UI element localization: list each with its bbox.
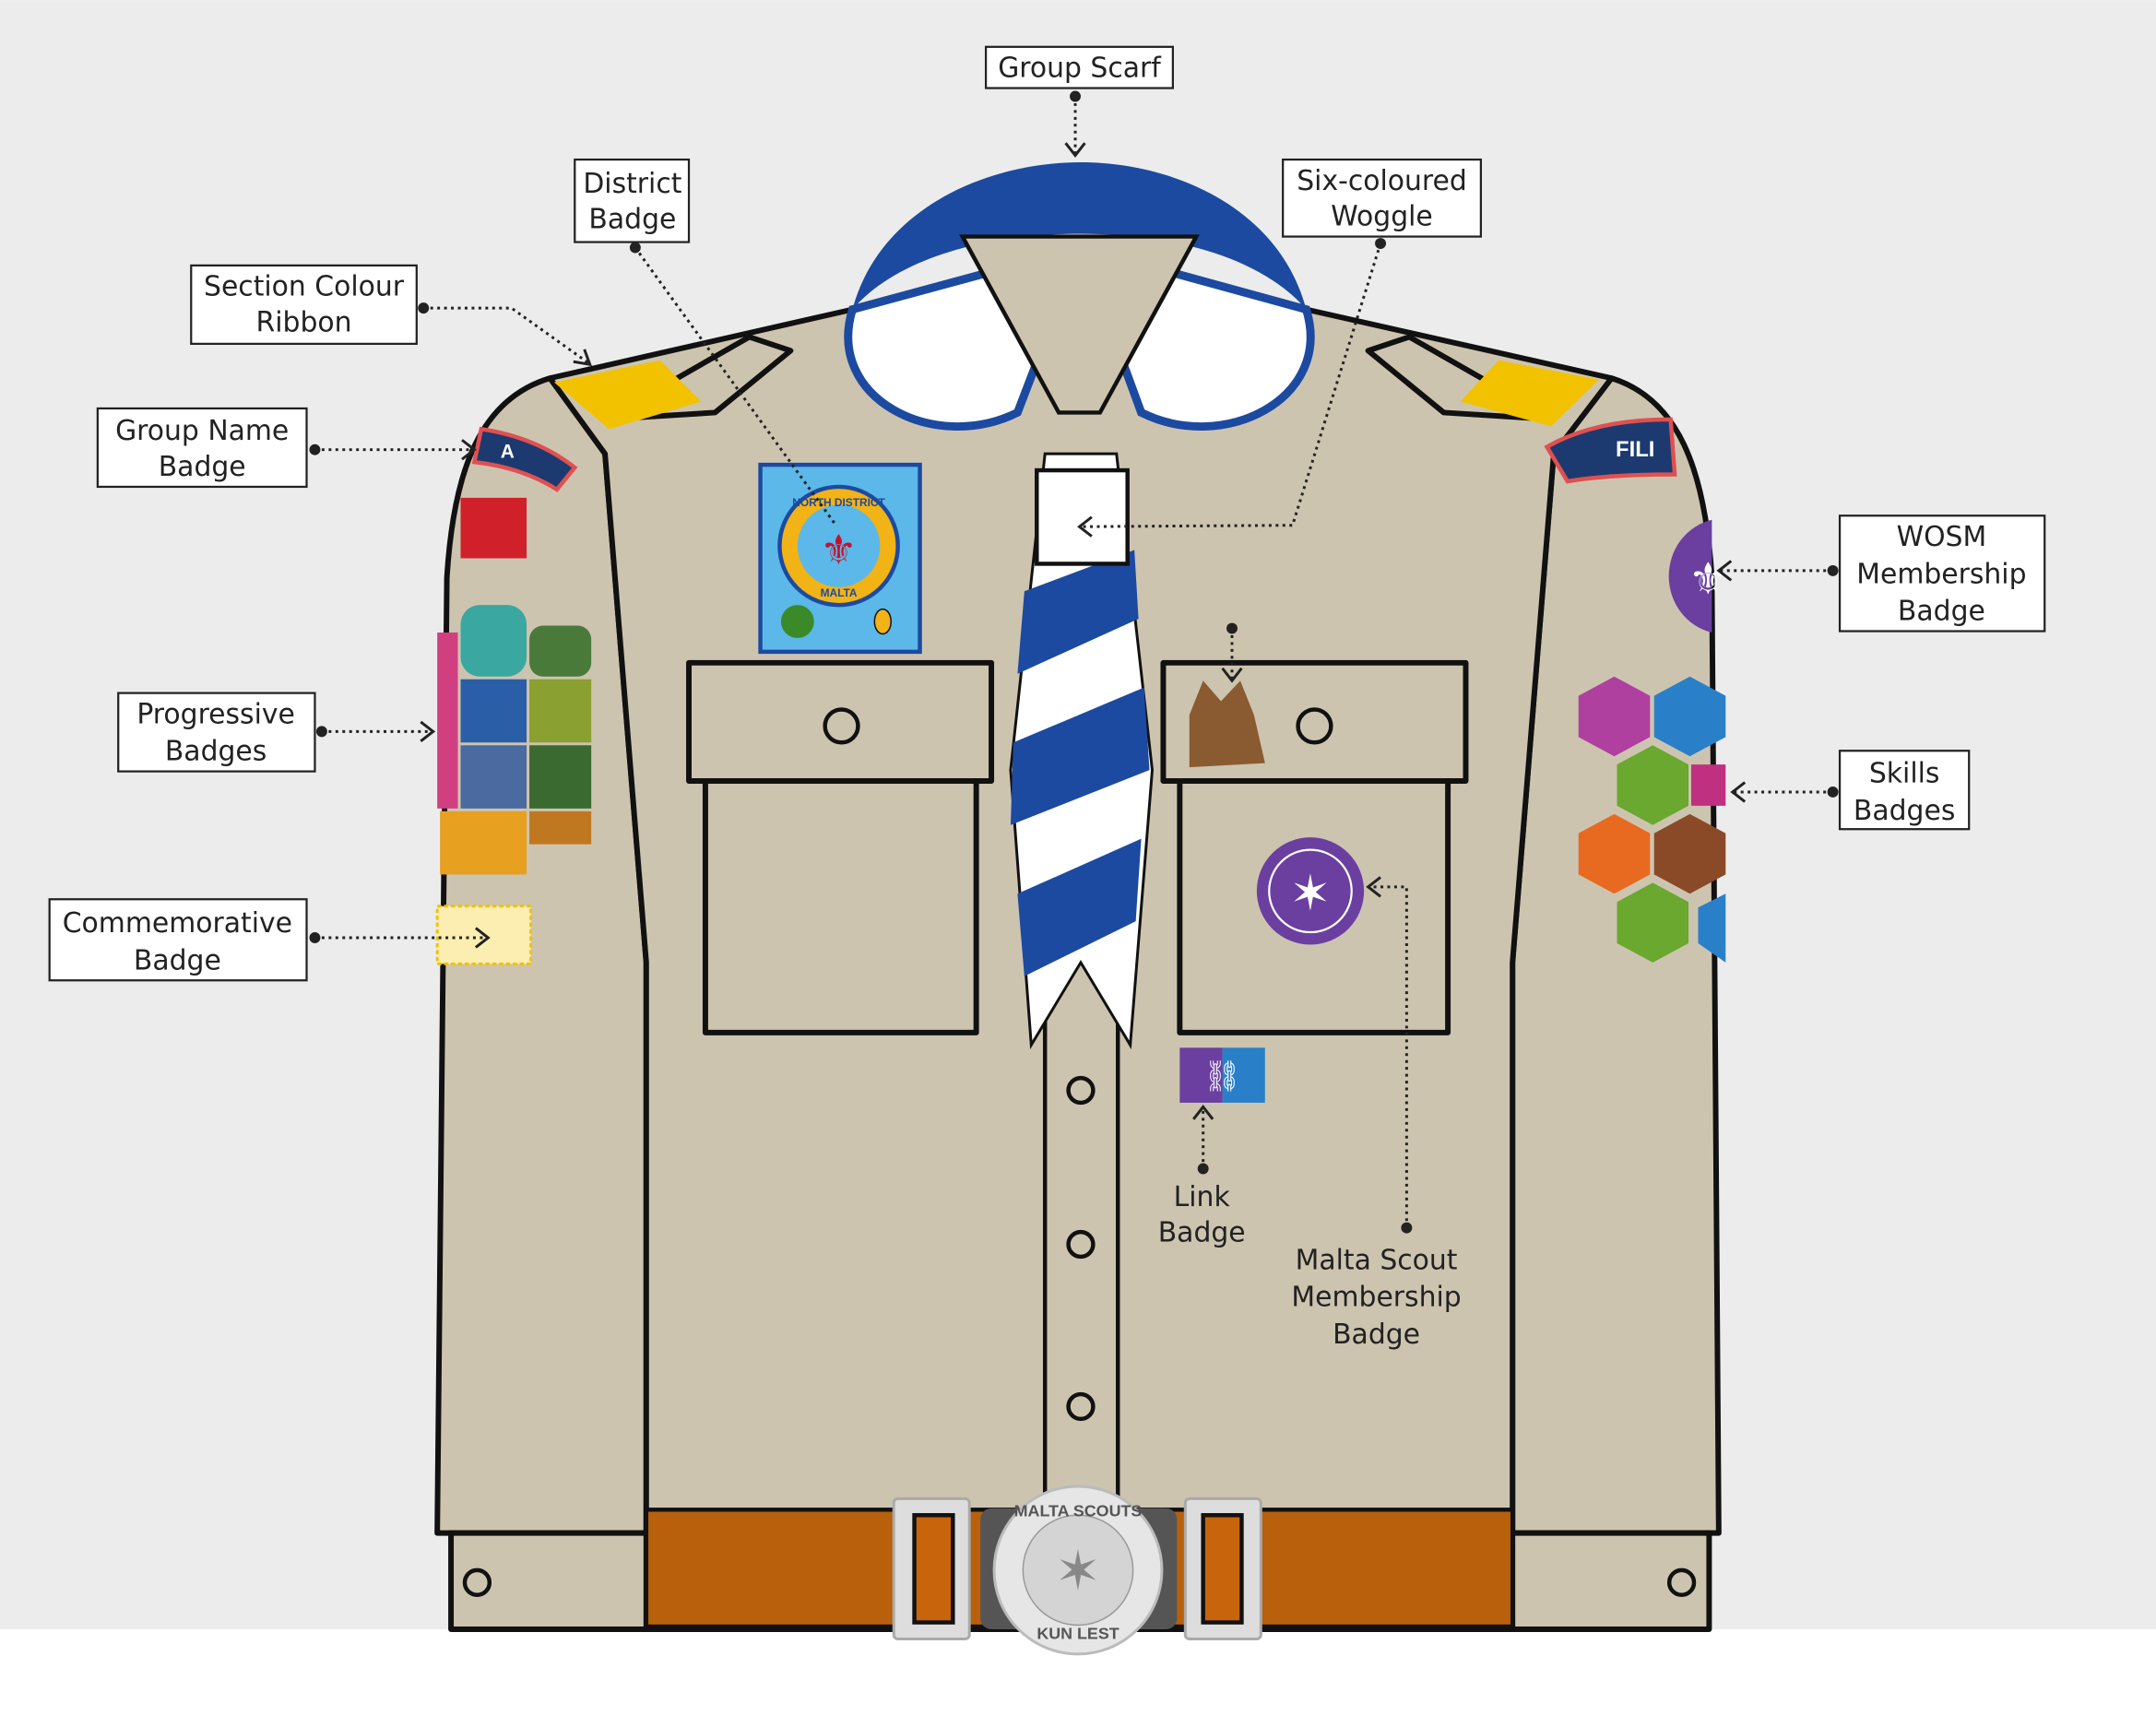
svg-text:Woggle: Woggle <box>1331 201 1432 233</box>
svg-text:Skills: Skills <box>1869 758 1940 790</box>
link-badge: ⛓ <box>1179 1047 1265 1103</box>
svg-text:Link: Link <box>1174 1181 1231 1213</box>
district-badge: NORTH DISTRICT MALTA ⚜ <box>758 462 922 655</box>
svg-text:WOSM: WOSM <box>1897 521 1987 553</box>
right-cuff <box>1510 1530 1712 1633</box>
collar-v <box>958 234 1201 415</box>
callout-six-coloured-woggle: Six-coloured Woggle <box>1077 158 1483 538</box>
callout-group-scarf: Group Scarf <box>984 45 1175 159</box>
section-colour-ribbon-left <box>553 360 702 430</box>
left-pocket-flap <box>686 659 995 785</box>
wosm-membership-badge: ⚜ <box>1668 519 1728 633</box>
callout-group-name-badge: Group Name Badge <box>96 407 477 489</box>
svg-text:KUN LEST: KUN LEST <box>1037 1624 1119 1642</box>
six-coloured-woggle <box>1035 467 1130 566</box>
group-name-badge-left <box>471 426 578 492</box>
group-name-badge-right <box>1544 417 1677 484</box>
svg-text:⛓: ⛓ <box>1203 1059 1242 1093</box>
svg-text:District: District <box>583 168 681 200</box>
cuff-button-right <box>1666 1567 1697 1597</box>
svg-text:Section Colour: Section Colour <box>204 271 405 303</box>
cuff-button-left <box>462 1567 492 1597</box>
svg-text:Ribbon: Ribbon <box>256 306 352 338</box>
pocket-button <box>823 707 860 745</box>
fleur-de-lis-icon: ⚜ <box>821 527 858 573</box>
section-colour-ribbon-right <box>1460 360 1600 427</box>
svg-text:A: A <box>501 442 515 463</box>
svg-text:✶: ✶ <box>1290 866 1332 921</box>
callout-commemorative-badge: Commemorative Badge <box>48 898 491 982</box>
left-cuff <box>448 1530 649 1633</box>
svg-text:Badge: Badge <box>1158 1217 1246 1249</box>
svg-text:MALTA: MALTA <box>821 586 858 599</box>
callout-cub-badge <box>1221 622 1243 683</box>
belt-buckle: ✶ MALTA SCOUTS KUN LEST <box>992 1485 1164 1656</box>
shirt-button <box>1066 1075 1096 1106</box>
fleur-de-lis-icon: ⚜ <box>1688 555 1728 604</box>
right-sleeve <box>1510 375 1722 1536</box>
svg-text:Badge: Badge <box>588 204 676 236</box>
svg-text:Badge: Badge <box>134 944 221 976</box>
svg-text:Badge: Badge <box>1333 1319 1420 1351</box>
svg-text:Membership: Membership <box>1856 558 2026 590</box>
svg-text:Badges: Badges <box>165 736 267 768</box>
callout-link-badge: Link Badge <box>1158 1104 1246 1249</box>
svg-text:NORTH DISTRICT: NORTH DISTRICT <box>792 496 885 509</box>
scarf-stripes <box>1010 550 1150 976</box>
svg-text:Badges: Badges <box>1854 795 1955 827</box>
wolf-badge <box>1189 680 1265 768</box>
left-pocket <box>702 778 979 1035</box>
pocket-button <box>1296 707 1333 745</box>
svg-text:Progressive: Progressive <box>136 698 295 730</box>
svg-text:Group Scarf: Group Scarf <box>998 53 1162 85</box>
flag-patch <box>460 497 527 559</box>
svg-text:MALTA SCOUTS: MALTA SCOUTS <box>1014 1502 1143 1520</box>
callout-skills-badges: Skills Badges <box>1730 750 1971 831</box>
malta-scout-membership-badge: ✶ <box>1256 837 1365 945</box>
svg-text:✶: ✶ <box>1055 1540 1101 1602</box>
svg-text:Badge: Badge <box>1898 596 1985 628</box>
svg-text:FILI: FILI <box>1616 437 1654 462</box>
callout-progressive-badges: Progressive Badges <box>117 692 436 773</box>
callout-district-badge: District Badge <box>574 158 837 526</box>
svg-text:Group Name: Group Name <box>115 415 289 447</box>
svg-text:Badge: Badge <box>159 451 246 483</box>
callout-malta-scout-membership-badge: Malta Scout Membership Badge <box>1291 876 1462 1351</box>
group-scarf <box>852 162 1307 310</box>
skills-badges <box>1578 676 1726 963</box>
callout-section-colour-ribbon: Section Colour Ribbon <box>190 264 592 367</box>
progressive-badges <box>437 605 592 875</box>
svg-text:Commemorative: Commemorative <box>63 907 292 940</box>
svg-text:Malta Scout: Malta Scout <box>1296 1244 1458 1276</box>
shirt-button <box>1066 1391 1096 1422</box>
svg-text:Membership: Membership <box>1291 1282 1461 1314</box>
svg-text:Six-coloured: Six-coloured <box>1297 165 1467 197</box>
callout-wosm-membership-badge: WOSM Membership Badge <box>1716 515 2046 633</box>
shirt-button <box>1066 1229 1096 1260</box>
